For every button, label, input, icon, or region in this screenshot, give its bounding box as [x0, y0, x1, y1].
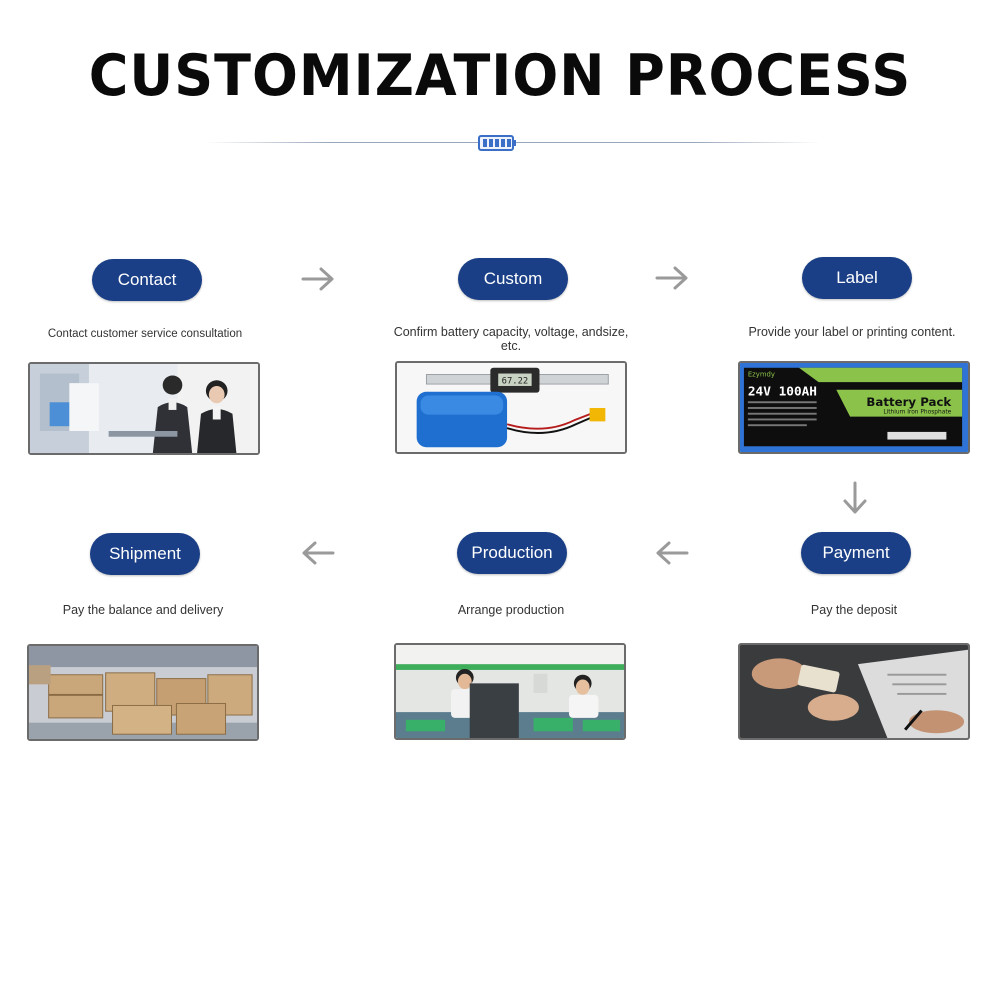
label-brand: Ezymdy — [748, 370, 775, 378]
step-production-photo — [394, 643, 626, 740]
label-product: Battery Pack — [866, 395, 951, 409]
battery-icon — [478, 135, 516, 151]
caliper-reading: 67.22 — [502, 377, 529, 387]
step-payment-desc: Pay the deposit — [810, 603, 898, 617]
step-production-desc: Arrange production — [457, 603, 565, 617]
step-label-photo: Ezymdy 24V 100AH Battery Pack Lithium Ir… — [738, 361, 970, 454]
step-contact-desc: Contact customer service consultation — [47, 328, 243, 340]
step-shipment-photo — [27, 644, 259, 741]
arrow-right-icon — [301, 267, 334, 291]
step-shipment-desc: Pay the balance and delivery — [62, 603, 224, 617]
step-label-pill: Label — [802, 257, 912, 299]
step-custom-desc: Confirm battery capacity, voltage, andsi… — [393, 325, 629, 353]
arrow-left-icon — [656, 541, 689, 565]
step-contact-pill: Contact — [92, 259, 202, 301]
step-production-pill: Production — [457, 532, 567, 574]
step-custom-photo: 67.22 — [395, 361, 627, 454]
page-title: CUSTOMIZATION PROCESS — [88, 42, 912, 109]
label-chemistry: Lithium Iron Phosphate — [883, 410, 951, 416]
step-contact-photo — [28, 362, 260, 455]
label-spec: 24V 100AH — [748, 384, 817, 399]
step-shipment-pill: Shipment — [90, 533, 200, 575]
arrow-left-icon — [302, 541, 335, 565]
step-custom-pill: Custom — [458, 258, 568, 300]
arrow-right-icon — [655, 266, 688, 290]
step-label-desc: Provide your label or printing content. — [748, 325, 956, 339]
arrow-down-icon — [843, 481, 867, 514]
step-payment-pill: Payment — [801, 532, 911, 574]
step-payment-photo — [738, 643, 970, 740]
